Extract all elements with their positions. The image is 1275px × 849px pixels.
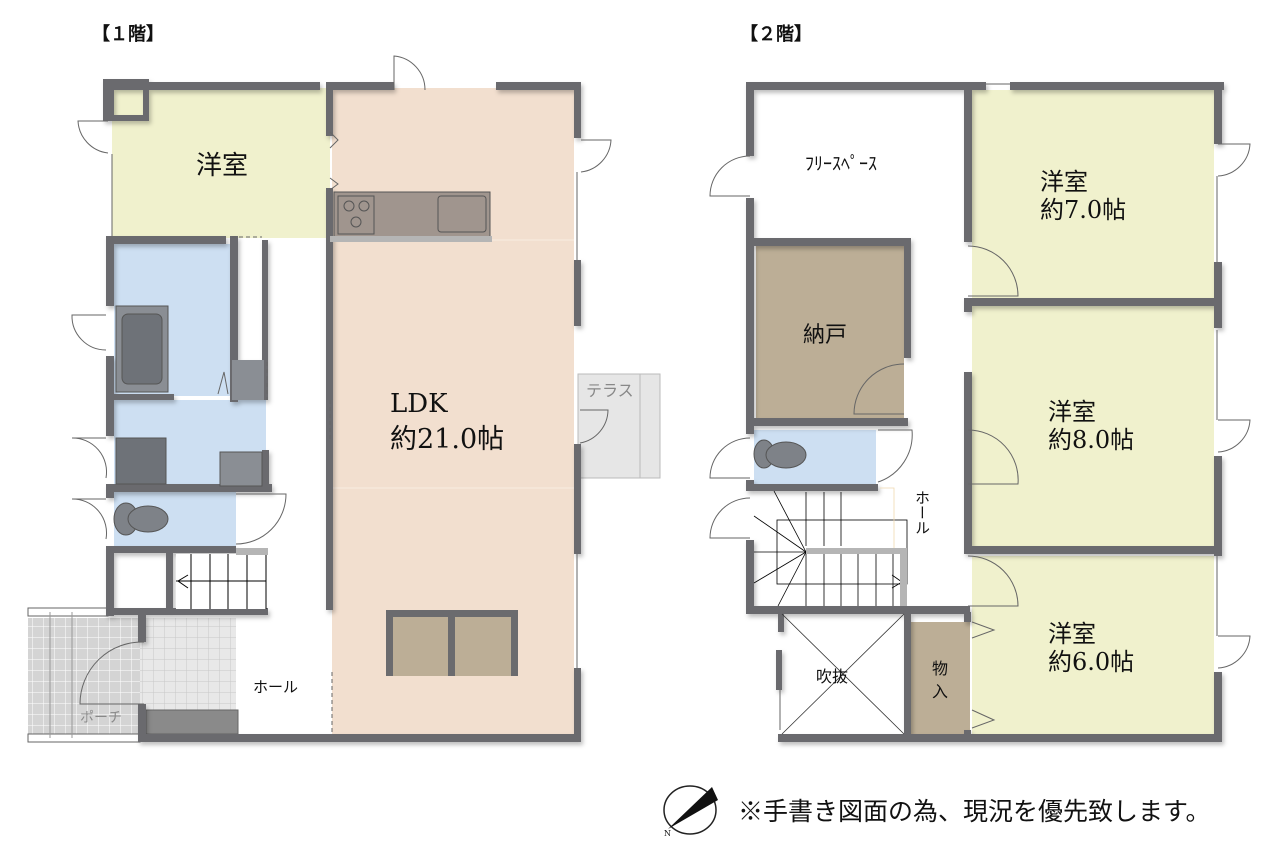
compass-icon: N <box>663 785 718 838</box>
closet <box>910 622 970 734</box>
western-6-name: 洋室 <box>1048 620 1096 648</box>
washbasin <box>219 451 263 487</box>
terrace-label: テラス <box>586 381 634 400</box>
western-8-size: 約8.0帖 <box>1048 426 1134 454</box>
porch-tile <box>28 618 140 736</box>
floor2-western-8 <box>972 306 1214 546</box>
void-label: 吹抜 <box>816 667 848 686</box>
closet-label-1: 物 <box>932 659 948 678</box>
western-7-size: 約7.0帖 <box>1040 196 1126 224</box>
ldk-size-label: 約21.0帖 <box>390 424 504 455</box>
porch-label: ポーチ <box>80 710 122 726</box>
floor2-title: 【２階】 <box>740 24 812 45</box>
floor2-doors <box>709 83 1251 730</box>
western-6-size: 約6.0帖 <box>1048 648 1134 676</box>
dining-table <box>386 610 518 676</box>
disclaimer-note: ※手書き図面の為、現況を優先致します。 <box>738 797 1211 826</box>
void-area <box>781 613 905 735</box>
free-space-label: ﾌﾘｰｽﾍﾟｰｽ <box>805 154 877 175</box>
floor1-title: 【１階】 <box>92 24 164 45</box>
storage-label: 納戸 <box>803 323 847 348</box>
compass-north: N <box>664 829 671 838</box>
floor1-western-label: 洋室 <box>196 151 248 181</box>
floor2-western-7 <box>972 90 1214 300</box>
floor1-doors <box>71 55 612 734</box>
terrace <box>577 373 661 479</box>
floor2-plan <box>709 82 1251 742</box>
stairs-2f <box>753 487 908 607</box>
shower-pan <box>115 437 167 485</box>
kitchen-counter <box>333 191 491 239</box>
floor1-hall-label: ホール <box>253 678 298 696</box>
floor1-walls <box>103 79 581 742</box>
shoe-box <box>145 709 239 735</box>
storage-room <box>756 246 904 418</box>
ldk-name-label: LDK <box>390 389 448 419</box>
stairs-1f <box>176 548 268 609</box>
floor2-walls <box>746 82 1224 742</box>
toilet-2f <box>753 439 807 469</box>
floor2-hall-label: ホール <box>913 490 931 535</box>
western-7-name: 洋室 <box>1040 168 1088 196</box>
western-8-name: 洋室 <box>1048 398 1096 426</box>
floor2-western-6 <box>972 556 1214 734</box>
floor1-plan <box>27 55 661 743</box>
entrance-tile <box>140 618 236 710</box>
closet-label-2: 入 <box>932 682 948 701</box>
toilet-1f <box>113 502 169 536</box>
